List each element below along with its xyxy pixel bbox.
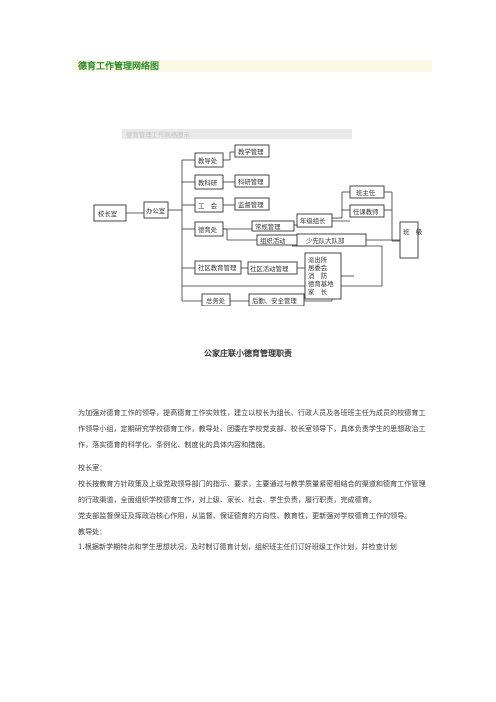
diagram-boxes xyxy=(93,144,419,306)
box-teaching-mgmt xyxy=(234,144,270,158)
label-admin-office: 办公室 xyxy=(146,206,166,215)
box-supervision-mgmt xyxy=(234,197,270,211)
label-fire: 消 防 xyxy=(308,271,328,280)
label-moral-office: 德育处 xyxy=(198,225,218,234)
principal-office-paragraph: 校长按教育方针政策及上级党政领导部门的指示、要求，主要通过与教学质量紧密相结合的… xyxy=(78,479,426,504)
label-parents: 家 长 xyxy=(308,287,328,296)
box-class-teacher xyxy=(349,185,385,199)
title-highlight-bar xyxy=(72,60,432,72)
paragraph-gap xyxy=(78,452,430,460)
box-admin-office xyxy=(143,201,169,219)
document-body: 为加强对德育工作的领导，提高德育工作实效性，建立以校长为组长、行政人员及各班班主… xyxy=(78,405,430,555)
label-logistics: 后勤、安全管理 xyxy=(252,296,297,305)
label-teaching-mgmt: 教学管理 xyxy=(238,147,264,156)
label-moral-base: 德育基地 xyxy=(308,279,334,288)
heading-academic-office: 教导处： xyxy=(78,526,107,536)
label-class-teacher: 班主任 xyxy=(356,188,376,197)
label-police: 派出所 xyxy=(308,255,328,264)
box-moral-office xyxy=(194,221,224,237)
academic-office-item-1: 1.根据新学期特点和学生思想状况，及时制订德育计划，组织班主任们订好班级工作计划… xyxy=(78,542,397,552)
label-community-activity: 社区活动管理 xyxy=(250,264,289,273)
label-routine-mgmt: 常规管理 xyxy=(255,222,281,231)
network-diagram-svg: 德育管理工作网络图示 xyxy=(93,129,422,306)
label-research-mgmt: 科研管理 xyxy=(238,177,264,186)
label-supervision-mgmt: 监督管理 xyxy=(238,200,264,209)
page-title: 德育工作管理网络图 xyxy=(78,62,160,72)
box-union xyxy=(194,197,224,213)
box-young-pioneers xyxy=(296,233,367,247)
label-union: 工 会 xyxy=(198,201,218,210)
diagram-header-text: 德育管理工作网络图示 xyxy=(126,130,191,139)
label-organize-activity: 组织活动 xyxy=(260,236,286,245)
label-community-mgmt: 社区教育管理 xyxy=(198,263,237,272)
label-neighborhood: 居委会 xyxy=(308,263,328,272)
box-general-affairs xyxy=(201,293,231,306)
label-young-pioneers: 少先队大队部 xyxy=(306,236,345,245)
box-logistics xyxy=(248,293,305,306)
label-general-affairs: 总务处 xyxy=(206,296,226,305)
box-community-partners xyxy=(304,252,342,300)
section-subtitle: 公家庄联小德育管理职责 xyxy=(204,348,292,358)
box-subject-teacher xyxy=(349,204,385,218)
box-grade-leader xyxy=(296,213,333,228)
moral-education-network-diagram: 德育管理工作网络图示 xyxy=(92,126,422,306)
box-community-mgmt xyxy=(194,260,242,275)
label-subject-teacher: 任课教师 xyxy=(353,207,379,216)
box-academic-office xyxy=(194,152,224,168)
label-class-level: 班 级 xyxy=(403,227,422,236)
box-principal-office xyxy=(93,204,127,222)
box-routine-mgmt xyxy=(251,220,295,232)
intro-paragraph: 为加强对德育工作的领导，提高德育工作实效性，建立以校长为组长、行政人员及各班班主… xyxy=(78,408,426,449)
box-class-level xyxy=(399,221,419,259)
label-academic-office: 教导处 xyxy=(198,156,218,165)
label-principal-office: 校长室 xyxy=(98,209,118,218)
diagram-header-blur xyxy=(122,129,352,139)
box-research-group xyxy=(194,174,224,190)
diagram-labels: 校长室 办公室 教导处 教科研 工 会 德育处 教学管理 科研管理 监督管理 常… xyxy=(98,147,422,305)
box-community-activity xyxy=(247,261,298,275)
label-grade-leader: 年级组长 xyxy=(300,216,326,225)
party-branch-paragraph: 党支部监督保证及挥政治核心作用，从监督、保证德育的方向性、教育性，更新强对学校德… xyxy=(78,510,412,520)
label-research-group: 教科研 xyxy=(198,178,218,187)
heading-principal-office: 校长室： xyxy=(78,463,107,473)
box-research-mgmt xyxy=(234,174,270,188)
